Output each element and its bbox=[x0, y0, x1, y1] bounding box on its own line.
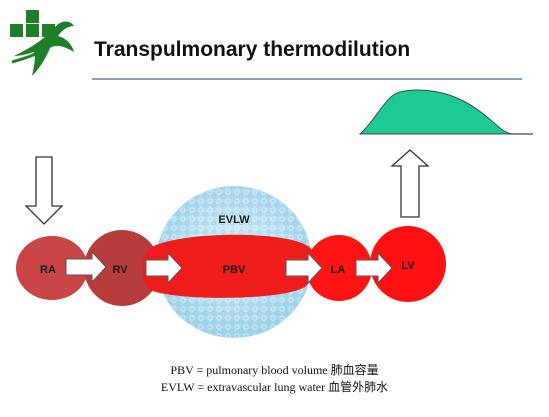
thermodilution-curve bbox=[358, 89, 533, 135]
legend-line-pbv: PBV = pulmonary blood volume 肺血容量 bbox=[170, 363, 379, 377]
flow-arrow-ra-rv bbox=[65, 250, 107, 284]
node-pbv bbox=[142, 234, 316, 298]
page-title: Transpulmonary thermodilution bbox=[94, 38, 411, 61]
node-ra bbox=[16, 236, 88, 300]
up-arrow-icon bbox=[390, 149, 430, 218]
flow-arrow-rv-pbv bbox=[145, 251, 183, 285]
flow-arrow-la-lv bbox=[355, 251, 393, 285]
node-rv bbox=[84, 230, 160, 306]
legend-line-evlw: EVLW = extravascular lung water 血管外肺水 bbox=[160, 380, 389, 394]
node-label-rv: RV bbox=[112, 264, 128, 276]
node-label-lv: LV bbox=[401, 260, 415, 272]
node-label-la: LA bbox=[331, 264, 346, 276]
down-arrow-icon bbox=[24, 156, 64, 225]
node-lv bbox=[370, 226, 446, 302]
node-label-ra: RA bbox=[40, 264, 56, 276]
flow-arrow-pbv-la bbox=[285, 251, 323, 285]
evlw-label: EVLW bbox=[218, 214, 250, 226]
node-la bbox=[306, 235, 372, 301]
node-label-pbv: PBV bbox=[223, 264, 246, 276]
bird-cross-logo bbox=[10, 10, 74, 76]
